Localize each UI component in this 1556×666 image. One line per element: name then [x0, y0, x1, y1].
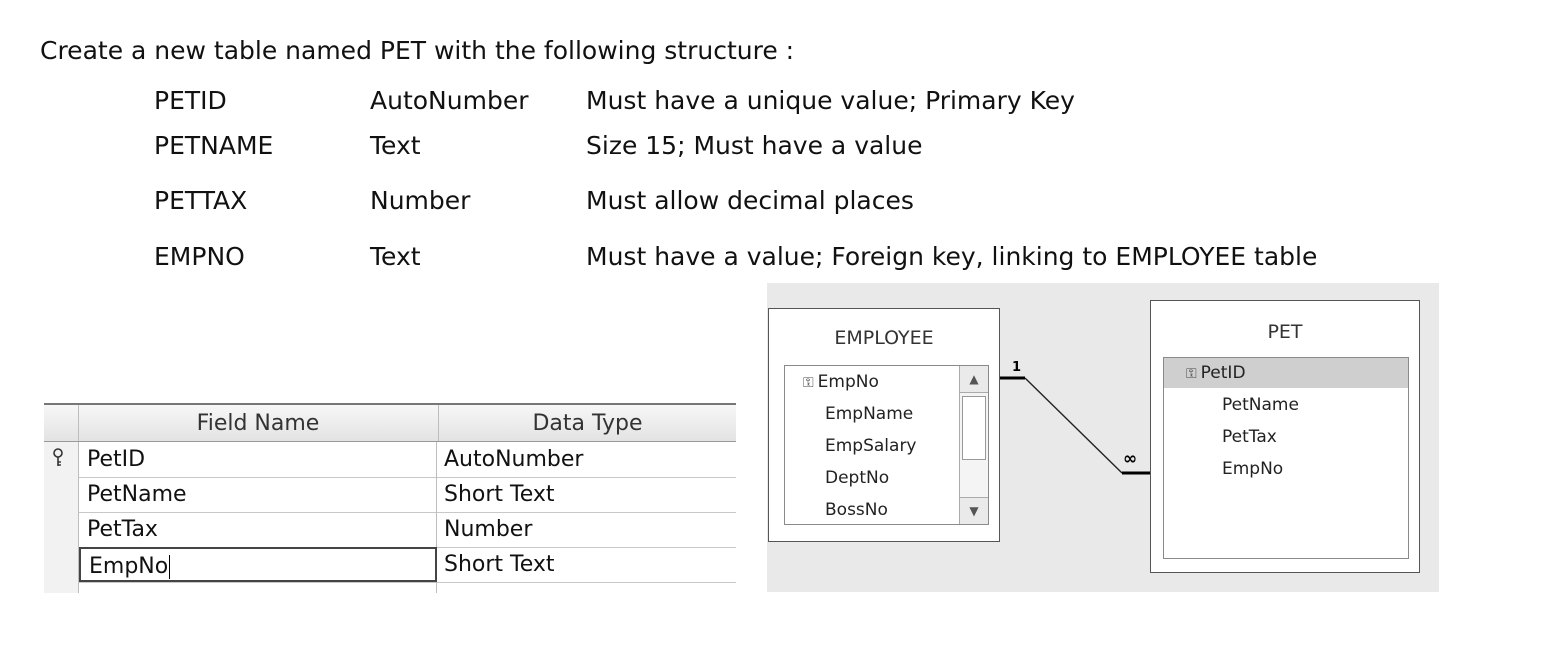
select-all-corner[interactable]	[44, 405, 79, 441]
list-item[interactable]: EmpNo	[1222, 459, 1284, 479]
list-item[interactable]: DeptNo	[825, 468, 890, 488]
list-item[interactable]: ⚿EmpNo	[803, 372, 879, 392]
key-icon	[51, 448, 65, 473]
row-selector[interactable]	[44, 547, 79, 582]
field-label: EmpNo	[817, 372, 879, 392]
spec-field: PETID	[154, 86, 227, 115]
relationship-line[interactable]	[767, 283, 1439, 592]
data-type-cell[interactable]	[438, 582, 736, 593]
row-selector[interactable]	[44, 512, 79, 547]
list-item[interactable]: EmpSalary	[825, 436, 917, 456]
row-selector[interactable]	[44, 477, 79, 512]
field-name-header: Field Name	[196, 411, 320, 436]
list-item[interactable]: PetTax	[1222, 427, 1277, 447]
field-name-cell[interactable]: PetTax	[79, 512, 437, 547]
grid-header: Field Name Data Type	[44, 405, 736, 442]
data-type-header: Data Type	[438, 405, 736, 441]
field-name-cell[interactable]	[79, 582, 437, 593]
employee-table-title: EMPLOYEE	[834, 327, 934, 349]
field-name-input[interactable]: EmpNo	[79, 547, 437, 582]
list-item[interactable]: EmpName	[825, 404, 914, 424]
pet-field-list[interactable]: ⚿PetID PetName PetTax EmpNo	[1163, 357, 1409, 559]
spec-type: Number	[370, 186, 471, 215]
data-type-cell[interactable]: Number	[444, 517, 533, 542]
table-row[interactable]: PetID AutoNumber	[44, 442, 736, 478]
field-name-cell[interactable]: PetName	[79, 477, 437, 512]
table-design-grid: Field Name Data Type PetID AutoNumber Pe…	[44, 403, 736, 593]
table-row[interactable]: PetTax Number	[44, 512, 736, 548]
data-type-cell[interactable]: Short Text	[444, 552, 555, 577]
spec-type: AutoNumber	[370, 86, 529, 115]
scroll-up-icon[interactable]: ▲	[960, 366, 988, 393]
instruction-text: Create a new table named PET with the fo…	[40, 36, 795, 65]
spec-rule: Must have a value; Foreign key, linking …	[586, 242, 1318, 271]
field-label: PetID	[1200, 363, 1246, 383]
spec-type: Text	[370, 131, 421, 160]
data-type-cell[interactable]: AutoNumber	[444, 447, 584, 472]
spec-rule: Must have a unique value; Primary Key	[586, 86, 1075, 115]
table-row[interactable]: PetName Short Text	[44, 477, 736, 513]
pet-table-box[interactable]: PET ⚿PetID PetName PetTax EmpNo	[1150, 300, 1420, 573]
scroll-thumb[interactable]	[962, 396, 986, 460]
spec-field: EMPNO	[154, 242, 245, 271]
spec-type: Text	[370, 242, 421, 271]
row-selector[interactable]	[44, 582, 79, 593]
table-row[interactable]: EmpNo Short Text	[44, 547, 736, 583]
spec-rule: Size 15; Must have a value	[586, 131, 923, 160]
spec-rule: Must allow decimal places	[586, 186, 914, 215]
list-item-selected[interactable]: ⚿PetID	[1164, 358, 1408, 388]
employee-table-box[interactable]: EMPLOYEE ⚿EmpNo EmpName EmpSalary DeptNo…	[768, 308, 1000, 542]
field-name-cell[interactable]: PetID	[79, 442, 437, 477]
list-item[interactable]: BossNo	[825, 500, 888, 520]
many-side-label: ∞	[1123, 449, 1138, 469]
pet-table-title: PET	[1267, 321, 1303, 343]
data-type-cell[interactable]: Short Text	[444, 482, 555, 507]
one-side-label: 1	[1012, 360, 1022, 375]
vertical-scrollbar[interactable]: ▲ ▼	[959, 366, 988, 524]
spec-field: PETNAME	[154, 131, 274, 160]
scroll-down-icon[interactable]: ▼	[960, 497, 988, 524]
table-row-empty[interactable]	[44, 582, 736, 593]
relationships-diagram: 1 ∞ EMPLOYEE ⚿EmpNo EmpName EmpSalary De…	[767, 283, 1439, 592]
row-selector[interactable]	[44, 442, 79, 477]
list-item[interactable]: PetName	[1222, 395, 1299, 415]
field-name-value: EmpNo	[89, 554, 169, 579]
key-icon: ⚿	[1186, 366, 1197, 382]
key-icon: ⚿	[803, 375, 814, 391]
spec-field: PETTAX	[154, 186, 248, 215]
text-caret	[169, 555, 171, 579]
employee-field-list[interactable]: ⚿EmpNo EmpName EmpSalary DeptNo BossNo ▲…	[784, 365, 989, 525]
